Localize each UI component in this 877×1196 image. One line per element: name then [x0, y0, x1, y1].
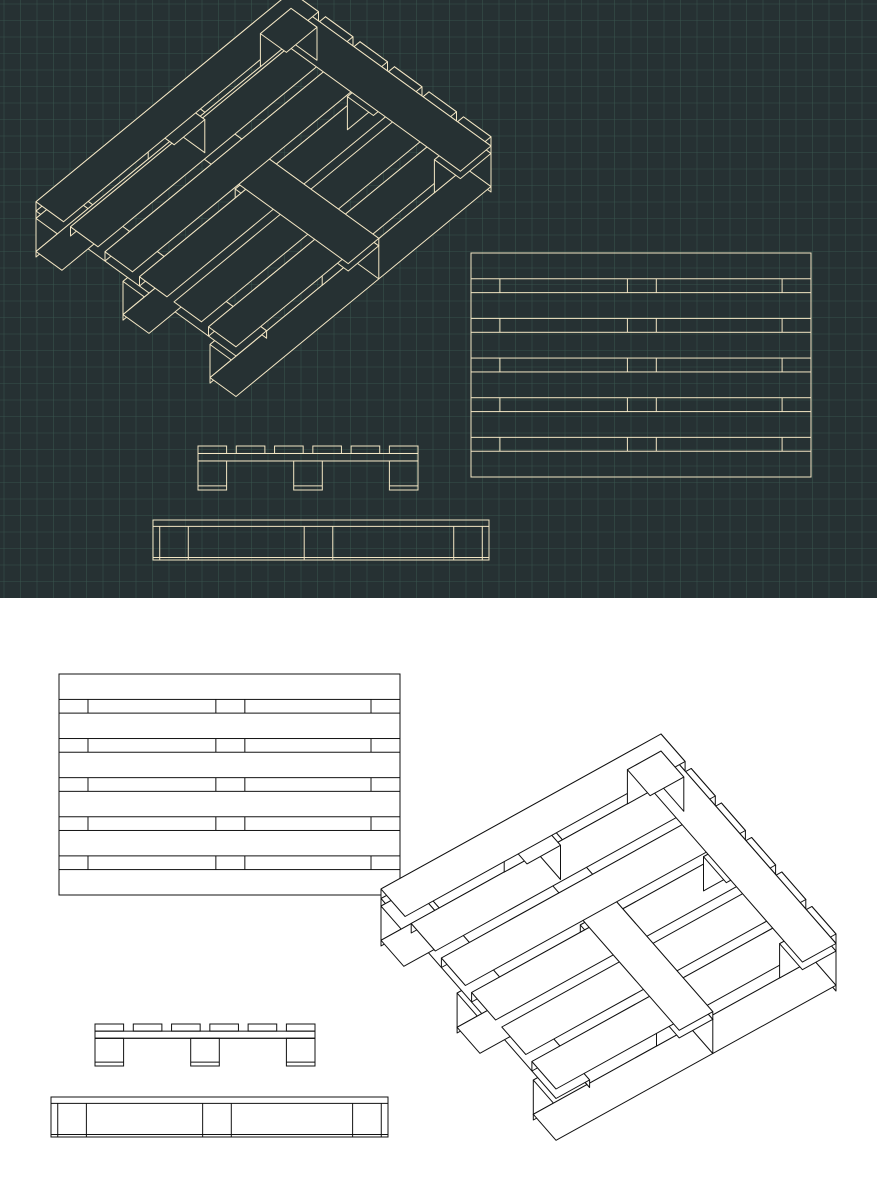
top-board: [470, 331, 812, 359]
pallet-side-view: [197, 445, 419, 491]
pallet-side-view: [94, 1023, 316, 1067]
pallet-isometric-view: [380, 733, 837, 1141]
deck-board-top: [70, 16, 354, 248]
blueprint-light-panel: [0, 598, 877, 1196]
deck-board-top: [104, 41, 388, 273]
front-outline: [152, 519, 490, 561]
pallet-isometric-view: [35, 0, 492, 397]
blueprint-dark-drawing: [0, 0, 877, 598]
blueprint-dark-panel: [0, 0, 877, 598]
deck-board-top: [380, 733, 686, 917]
top-board: [470, 252, 812, 280]
top-board: [470, 371, 812, 399]
top-board: [470, 450, 812, 478]
top-board: [58, 673, 401, 700]
deck-board-top: [35, 0, 319, 223]
block-top: [259, 7, 318, 53]
top-board: [58, 790, 401, 818]
pallet-top-view: [470, 252, 812, 478]
top-board: [470, 411, 812, 438]
blueprint-light-drawing: [0, 598, 877, 1196]
top-board: [58, 751, 401, 779]
pallet-front-view: [152, 519, 490, 561]
front-outline: [50, 1096, 389, 1138]
top-board: [58, 829, 401, 857]
top-board: [58, 712, 401, 740]
deck-board-top: [410, 768, 716, 952]
pallet-front-view: [50, 1096, 389, 1138]
deck-board-top: [440, 802, 746, 986]
top-board: [470, 292, 812, 319]
block-top: [626, 750, 685, 797]
